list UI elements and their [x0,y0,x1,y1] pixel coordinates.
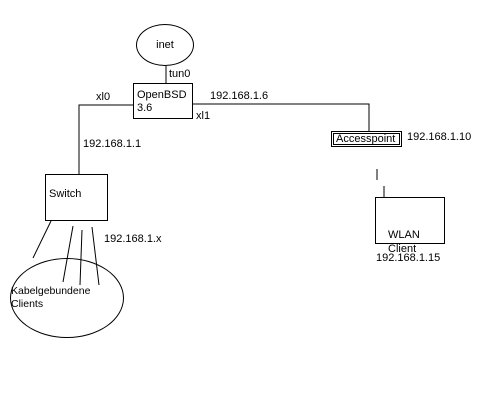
switch-node: Switch [45,174,108,221]
interface-xl0-label: xl0 [96,91,111,103]
interface-xl1-label: xl1 [196,110,211,122]
router-xl0-address: 192.168.1.1 [83,138,142,150]
wlan-client-node: WLAN Client [375,197,445,255]
router-label: OpenBSD 3.6 [137,89,187,114]
internet-label: inet [156,38,174,51]
wired-clients-node: Kabelgebundene Clients [10,258,124,338]
switch-label: Switch [49,188,82,200]
link-switch-client-1 [32,220,52,259]
router-node: OpenBSD 3.6 [133,83,193,119]
wired-clients-label: Kabelgebundene Clients [11,285,91,310]
accesspoint-label: Accesspoint [336,133,396,145]
link-router-accesspoint [193,103,370,131]
wired-clients-address: 192.168.1.x [104,233,162,245]
link-router-switch [78,104,133,174]
router-xl1-address: 192.168.1.6 [210,90,269,102]
interface-tun0-label: tun0 [169,68,191,80]
accesspoint-address: 192.168.1.10 [407,131,472,143]
wlan-client-address: 192.168.1.15 [376,252,441,264]
internet-cloud-node: inet [136,24,194,66]
wlan-client-label: WLAN Client [388,229,420,255]
accesspoint-node: Accesspoint [331,131,402,147]
